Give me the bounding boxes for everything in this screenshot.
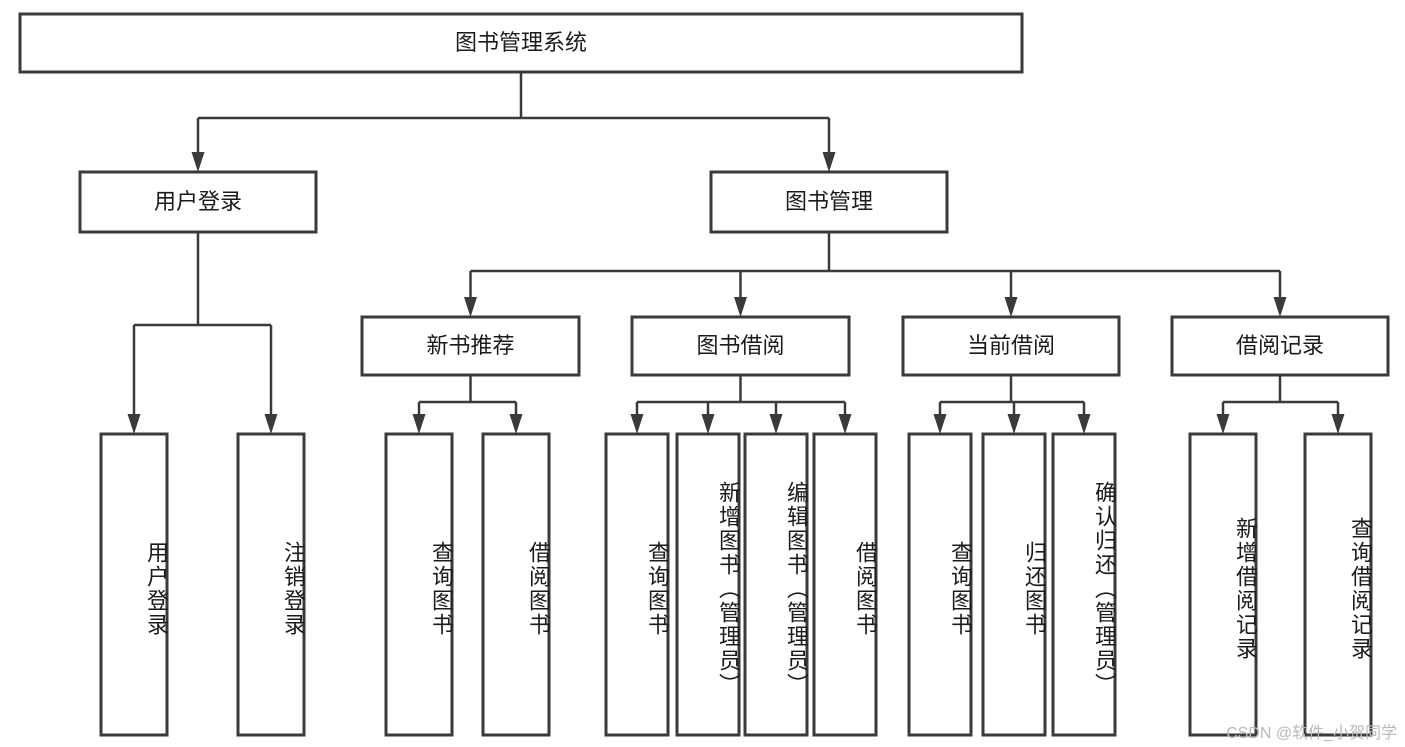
arrow-head-icon — [1007, 414, 1021, 434]
node-box-leaf_12[interactable] — [1303, 432, 1373, 737]
node-box-l3_3[interactable] — [1170, 315, 1390, 377]
node-label-leaf_11: 新增借阅记录 — [1233, 516, 1258, 661]
node-label-root: 图书管理系统 — [455, 30, 587, 55]
node-box-leaf_0[interactable] — [99, 432, 169, 737]
node-box-l3_1[interactable] — [630, 315, 851, 377]
arrow-head-icon — [630, 414, 644, 434]
node-box-l2_0[interactable] — [78, 170, 318, 234]
arrow-head-icon — [1004, 297, 1018, 317]
node-label-l3_1: 图书借阅 — [696, 333, 784, 358]
node-box-leaf_4[interactable] — [604, 432, 670, 737]
arrow-head-icon — [1273, 297, 1287, 317]
node-box-leaf_1[interactable] — [236, 432, 306, 737]
node-box-leaf_9[interactable] — [981, 432, 1047, 737]
node-label-leaf_5: 新增图书（管理员） — [716, 480, 741, 697]
arrow-head-icon — [264, 414, 278, 434]
node-box-leaf_6[interactable] — [743, 432, 809, 737]
node-label-l3_2: 当前借阅 — [967, 333, 1055, 358]
arrow-head-icon — [509, 414, 523, 434]
node-label-leaf_6: 编辑图书（管理员） — [784, 480, 809, 697]
arrow-head-icon — [822, 152, 836, 172]
node-label-leaf_10: 确认归还（管理员） — [1092, 480, 1117, 697]
node-label-l3_0: 新书推荐 — [426, 333, 514, 358]
node-box-leaf_3[interactable] — [481, 432, 551, 737]
node-label-l3_3: 借阅记录 — [1236, 333, 1324, 358]
arrow-head-icon — [412, 414, 426, 434]
node-label-leaf_0: 用户登录 — [144, 540, 169, 637]
arrow-head-icon — [769, 414, 783, 434]
node-label-leaf_2: 查询图书 — [429, 540, 454, 637]
node-box-leaf_5[interactable] — [675, 432, 741, 737]
arrow-head-icon — [1077, 414, 1091, 434]
arrow-head-icon — [191, 152, 205, 172]
node-box-root[interactable] — [18, 12, 1024, 74]
node-label-leaf_9: 归还图书 — [1022, 540, 1047, 637]
node-box-l3_2[interactable] — [901, 315, 1121, 377]
arrow-head-icon — [838, 414, 852, 434]
node-box-leaf_11[interactable] — [1188, 432, 1258, 737]
node-label-leaf_3: 借阅图书 — [526, 540, 551, 637]
node-box-layer — [18, 12, 1390, 737]
node-box-l3_0[interactable] — [360, 315, 581, 377]
node-label-l2_1: 图书管理 — [785, 189, 873, 214]
node-label-leaf_7: 借阅图书 — [853, 540, 878, 637]
node-label-leaf_1: 注销登录 — [281, 540, 306, 637]
arrow-head-icon — [701, 414, 715, 434]
node-box-leaf_7[interactable] — [812, 432, 878, 737]
arrow-head-icon — [933, 414, 947, 434]
arrow-head-icon — [1331, 414, 1345, 434]
arrow-head-icon — [1216, 414, 1230, 434]
node-label-l2_0: 用户登录 — [154, 189, 242, 214]
arrow-head-icon — [127, 414, 141, 434]
node-box-l2_1[interactable] — [709, 170, 949, 234]
connector-layer — [127, 72, 1345, 434]
node-label-leaf_12: 查询借阅记录 — [1348, 516, 1373, 661]
node-box-leaf_10[interactable] — [1051, 432, 1117, 737]
arrow-head-icon — [734, 297, 747, 317]
node-box-leaf_8[interactable] — [907, 432, 973, 737]
node-label-leaf_4: 查询图书 — [645, 540, 670, 637]
arrow-head-icon — [464, 297, 477, 317]
node-box-leaf_2[interactable] — [384, 432, 454, 737]
node-label-leaf_8: 查询图书 — [948, 540, 973, 637]
